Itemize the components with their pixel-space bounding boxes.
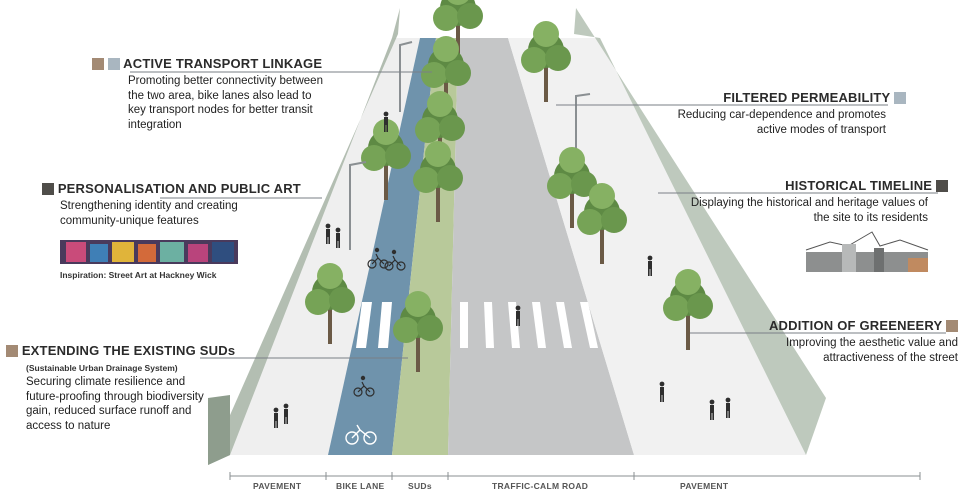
callout-title: PERSONALISATION AND PUBLIC ART xyxy=(42,181,312,196)
swatch-dark xyxy=(936,180,948,192)
callout-title: HISTORICAL TIMELINE xyxy=(690,178,948,193)
swatch-grey xyxy=(894,92,906,104)
swatch-brown xyxy=(946,320,958,332)
swatch-grey xyxy=(108,58,120,70)
heritage-sketch-image xyxy=(806,232,928,272)
callout-title: ADDITION OF GREENEERY xyxy=(728,318,958,333)
callout-active-transport: ACTIVE TRANSPORT LINKAGE Promoting bette… xyxy=(92,56,332,132)
section-label-suds: SUDs xyxy=(408,481,432,491)
callout-filtered-permeability: FILTERED PERMEABILITY Reducing car-depen… xyxy=(666,90,906,137)
callout-historical-timeline: HISTORICAL TIMELINE Displaying the histo… xyxy=(690,178,948,225)
callout-greenery: ADDITION OF GREENEERY Improving the aest… xyxy=(728,318,958,365)
callout-subtitle: (Sustainable Urban Drainage System) xyxy=(26,363,236,373)
inspiration-caption: Inspiration: Street Art at Hackney Wick xyxy=(60,270,216,280)
callout-title: FILTERED PERMEABILITY xyxy=(666,90,906,105)
section-label-pavement-right: PAVEMENT xyxy=(680,481,728,491)
section-label-bike-lane: BIKE LANE xyxy=(336,481,385,491)
swatch-dark xyxy=(42,183,54,195)
section-label-pavement-left: PAVEMENT xyxy=(253,481,301,491)
swatch-brown xyxy=(92,58,104,70)
callout-text: Displaying the historical and heritage v… xyxy=(690,196,928,225)
callout-text: Improving the aesthetic value and attrac… xyxy=(728,336,958,365)
callout-text: Strengthening identity and creating comm… xyxy=(60,199,270,228)
callout-title: EXTENDING THE EXISTING SUDs xyxy=(6,343,236,358)
swatch-brown xyxy=(6,345,18,357)
section-label-road: TRAFFIC-CALM ROAD xyxy=(492,481,588,491)
callout-text: Reducing car-dependence and promotes act… xyxy=(666,108,886,137)
callout-title: ACTIVE TRANSPORT LINKAGE xyxy=(92,56,332,71)
callout-text: Securing climate resilience and future-p… xyxy=(26,375,206,433)
section-axis xyxy=(230,472,920,480)
callout-suds: EXTENDING THE EXISTING SUDs (Sustainable… xyxy=(6,343,236,433)
callout-text: Promoting better connectivity between th… xyxy=(128,74,328,132)
callout-personalisation: PERSONALISATION AND PUBLIC ART Strengthe… xyxy=(42,181,312,228)
street-art-image xyxy=(60,240,238,264)
